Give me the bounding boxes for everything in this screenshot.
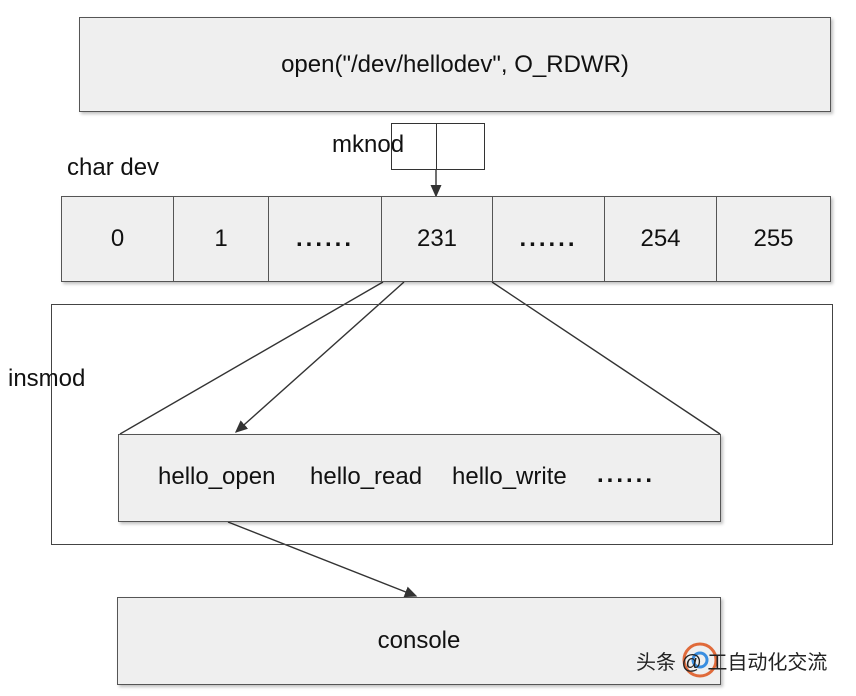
driver-functions-box: hello_open hello_read hello_write ...... <box>118 434 721 522</box>
cell-231: 231 <box>382 197 493 281</box>
insmod-label: insmod <box>8 365 86 392</box>
cell-255: 255 <box>753 225 794 252</box>
hello-write-label: hello_write <box>452 463 567 490</box>
cell-ellipsis-1: ...... <box>269 197 382 281</box>
console-arrow <box>227 521 418 598</box>
cell-1: 1 <box>174 197 269 281</box>
circle-logo-icon <box>680 640 720 680</box>
insmod-region <box>51 304 833 545</box>
mknod-divider <box>436 123 437 170</box>
open-call-box: open("/dev/hellodev", O_RDWR) <box>79 17 831 112</box>
cell-0: 0 <box>62 197 174 281</box>
mknod-box <box>391 123 485 170</box>
watermark-text: 头条 @ 工自动化交流 <box>636 652 828 674</box>
char-dev-table: 0 1 ...... 231 ...... 254 255 <box>61 196 831 282</box>
hello-read-label: hello_read <box>310 463 423 490</box>
hello-open-label: hello_open <box>158 463 276 490</box>
char-dev-label: char dev <box>67 154 160 181</box>
functions-ellipsis: ...... <box>597 461 656 488</box>
console-label: console <box>377 627 461 654</box>
mknod-label: mknod <box>332 131 405 158</box>
trapezoid-right-edge <box>491 281 721 435</box>
open-dispatch-arrow <box>234 281 405 433</box>
console-box: console <box>117 597 721 685</box>
open-call-text: open("/dev/hellodev", O_RDWR) <box>281 50 629 78</box>
trapezoid-left-edge <box>119 281 384 435</box>
cell-ellipsis-2: ...... <box>493 197 605 281</box>
cell-254: 254 <box>605 197 717 281</box>
